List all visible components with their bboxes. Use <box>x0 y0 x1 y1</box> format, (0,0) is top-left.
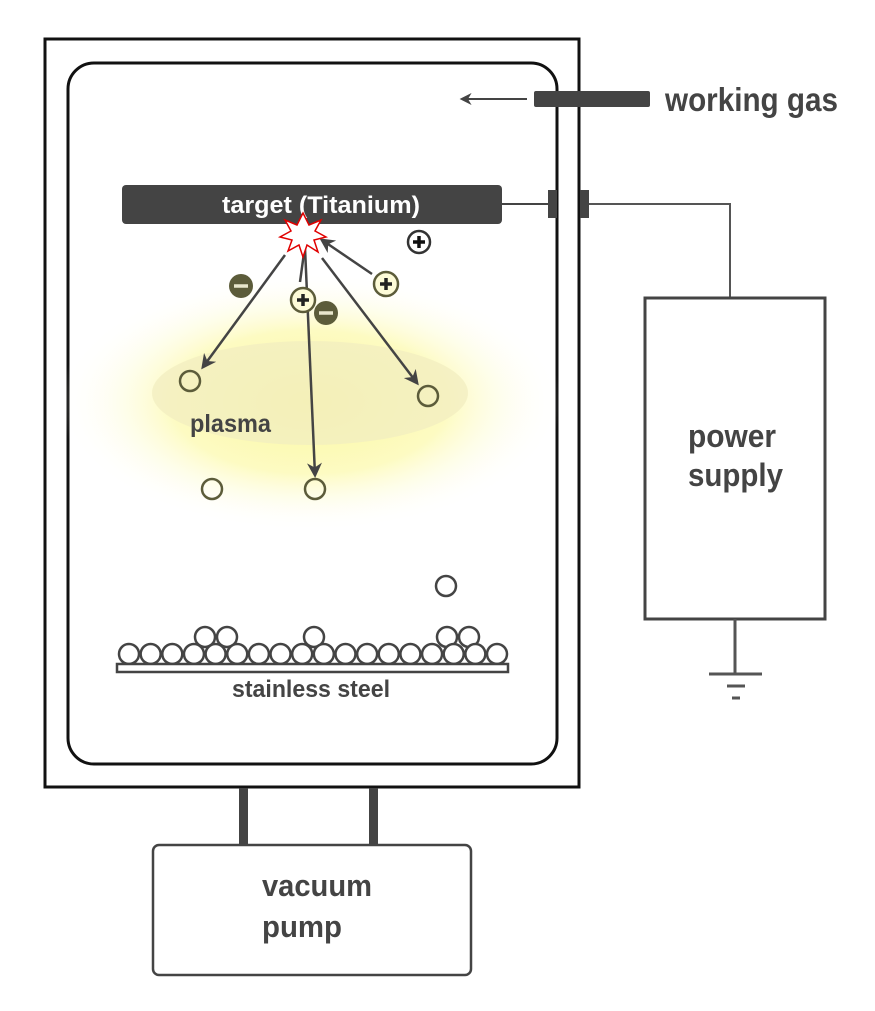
deposited-atom <box>193 625 217 649</box>
deposited-atom <box>334 642 357 666</box>
vacuum-pump-label-line2: pump <box>262 909 342 944</box>
substrate-label: stainless steel <box>232 676 390 703</box>
trajectory-arrow <box>319 238 373 276</box>
deposited-atom <box>161 642 184 666</box>
working-gas-label: working gas <box>664 81 838 118</box>
power-supply-label-line1: power <box>688 418 776 454</box>
deposited-atom <box>464 642 487 666</box>
trajectory-arrow <box>321 257 419 386</box>
deposited-atom <box>117 642 141 666</box>
sputtered-atom <box>178 369 202 393</box>
plasma-core <box>152 341 468 445</box>
deposited-atom <box>442 642 465 666</box>
sputtered-atom <box>200 477 224 501</box>
deposited-atom <box>312 642 336 666</box>
target-label: target (Titanium) <box>222 192 420 219</box>
deposited-atom <box>269 642 292 666</box>
sputtered-atom <box>416 384 440 408</box>
vacuum-chamber-outer <box>43 37 581 789</box>
deposited-atom <box>204 642 227 666</box>
trajectory-arrow <box>303 247 322 478</box>
trajectory-arrow <box>201 254 287 370</box>
sputtered-atoms <box>178 369 440 501</box>
target-electrode <box>122 185 502 224</box>
power-wire <box>589 203 731 298</box>
impact-spark-icon <box>277 211 329 260</box>
deposited-atom <box>302 625 326 649</box>
feedthrough-left <box>548 190 557 218</box>
ion-positive-icon <box>289 286 317 314</box>
deposited-atom <box>139 642 162 666</box>
sputtered-atom <box>303 477 327 501</box>
deposited-atom <box>355 642 379 666</box>
feedthrough-right <box>580 190 589 218</box>
vacuum-pump-box <box>151 843 473 977</box>
ion-positive-icon <box>406 229 432 255</box>
plasma-label: plasma <box>190 410 272 438</box>
deposited-atom <box>377 642 401 666</box>
deposited-atom <box>399 642 422 666</box>
ion-positive-icon <box>372 270 400 298</box>
deposited-film <box>117 625 509 666</box>
pump-pipe-left <box>239 788 248 845</box>
power-supply-label-line2: supply <box>688 457 783 493</box>
deposited-atom <box>182 642 206 666</box>
substrate-plate <box>115 662 510 674</box>
pump-pipe-right <box>369 788 378 845</box>
deposited-atom <box>290 642 314 666</box>
deposited-atom <box>485 642 509 666</box>
electron-icon <box>314 301 338 325</box>
deposited-atom <box>420 642 444 666</box>
deposited-atom <box>215 625 239 649</box>
electron-icon <box>229 274 253 298</box>
vacuum-pump-label-line1: vacuum <box>262 868 372 903</box>
deposited-atom <box>225 642 249 666</box>
deposited-atom <box>247 642 271 666</box>
sputtered-atom <box>434 574 458 598</box>
ground-icon <box>709 619 762 700</box>
gas-inlet-pipe <box>534 91 650 107</box>
